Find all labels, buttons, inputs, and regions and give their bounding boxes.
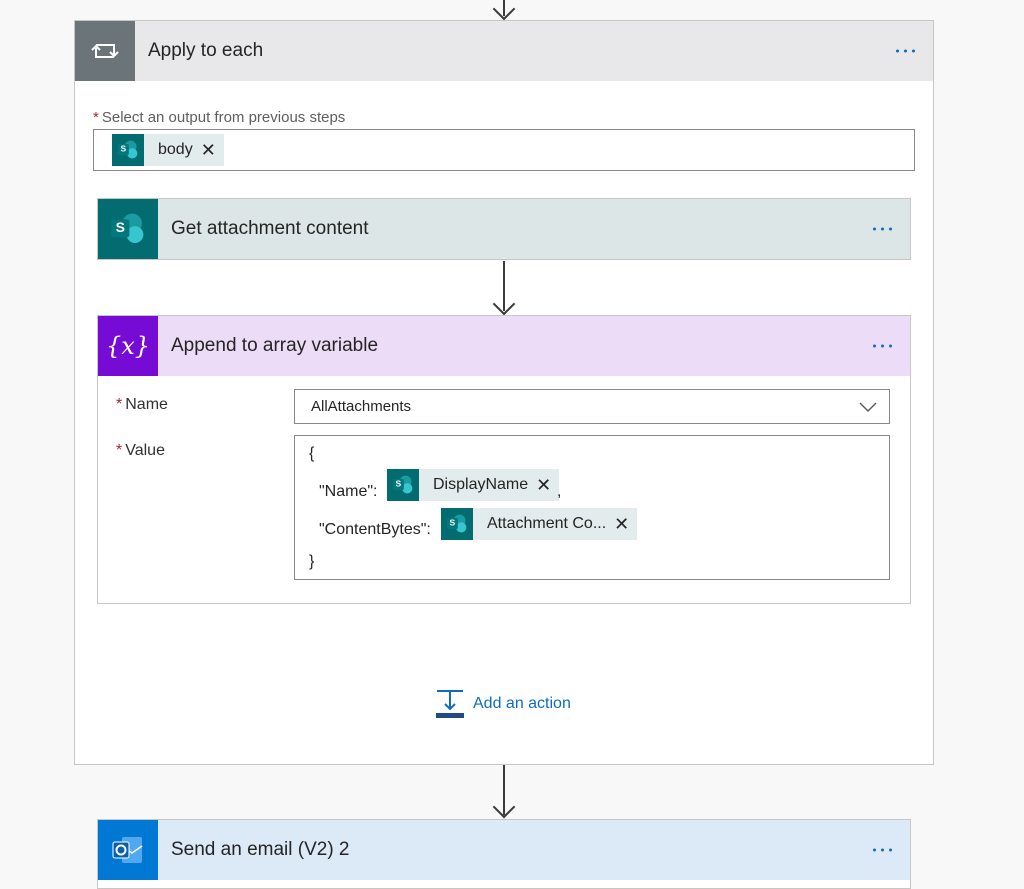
name-dropdown-value: AllAttachments — [311, 398, 412, 415]
add-action-icon — [436, 690, 464, 718]
add-action-button[interactable]: Add an action — [435, 689, 571, 719]
more-options-icon[interactable] — [871, 843, 894, 858]
connector-arrow — [503, 261, 505, 311]
sharepoint-icon: S — [441, 508, 473, 540]
send-email-title: Send an email (V2) 2 — [171, 839, 350, 860]
add-action-label: Add an action — [473, 695, 571, 712]
append-variable-title: Append to array variable — [171, 335, 379, 356]
json-comma: , — [557, 483, 562, 500]
remove-token-icon[interactable]: ✕ — [614, 513, 630, 534]
apply-to-each-title: Apply to each — [148, 40, 264, 61]
variable-icon: {x} — [98, 316, 158, 376]
connector-arrow — [503, 0, 505, 16]
chevron-down-icon — [859, 402, 877, 412]
loop-icon — [75, 21, 135, 81]
more-options-icon[interactable] — [894, 44, 917, 59]
json-name-key: "Name": — [319, 483, 378, 500]
arrow-head — [492, 795, 516, 819]
outlook-icon — [98, 820, 158, 880]
more-options-icon[interactable] — [871, 339, 894, 354]
body-token[interactable]: S body ✕ — [112, 134, 224, 166]
attachment-content-token[interactable]: S Attachment Co... ✕ — [441, 508, 637, 540]
connector-arrow — [503, 765, 505, 815]
sharepoint-icon: S — [387, 469, 419, 501]
json-contentbytes-key: "ContentBytes": — [319, 521, 431, 538]
select-output-field[interactable]: S body ✕ — [93, 129, 915, 171]
append-variable-header[interactable]: {x} Append to array variable — [98, 316, 910, 376]
sharepoint-icon: S — [98, 199, 158, 259]
get-attachment-card[interactable]: S Get attachment content — [97, 198, 911, 260]
name-dropdown[interactable]: AllAttachments — [294, 389, 890, 424]
displayname-token[interactable]: S DisplayName ✕ — [387, 469, 560, 501]
json-open-brace: { — [309, 445, 315, 462]
json-close-brace: } — [309, 553, 315, 570]
send-email-card[interactable]: Send an email (V2) 2 — [97, 819, 911, 889]
sharepoint-icon: S — [112, 134, 144, 166]
more-options-icon[interactable] — [871, 222, 894, 237]
select-output-label: *Select an output from previous steps — [93, 109, 346, 126]
value-editor[interactable]: { "Name": S DisplayName ✕ , "ContentByte… — [294, 435, 890, 580]
apply-to-each-card: Apply to each *Select an output from pre… — [74, 20, 934, 765]
value-label: *Value — [116, 442, 165, 459]
name-label: *Name — [116, 396, 168, 413]
remove-token-icon[interactable]: ✕ — [200, 139, 216, 160]
arrow-head — [492, 0, 516, 21]
remove-token-icon[interactable]: ✕ — [536, 474, 552, 495]
arrow-head — [492, 292, 516, 316]
apply-to-each-header[interactable]: Apply to each — [75, 21, 933, 81]
get-attachment-title: Get attachment content — [171, 218, 369, 239]
append-variable-card: {x} Append to array variable *Name AllAt… — [97, 315, 911, 604]
